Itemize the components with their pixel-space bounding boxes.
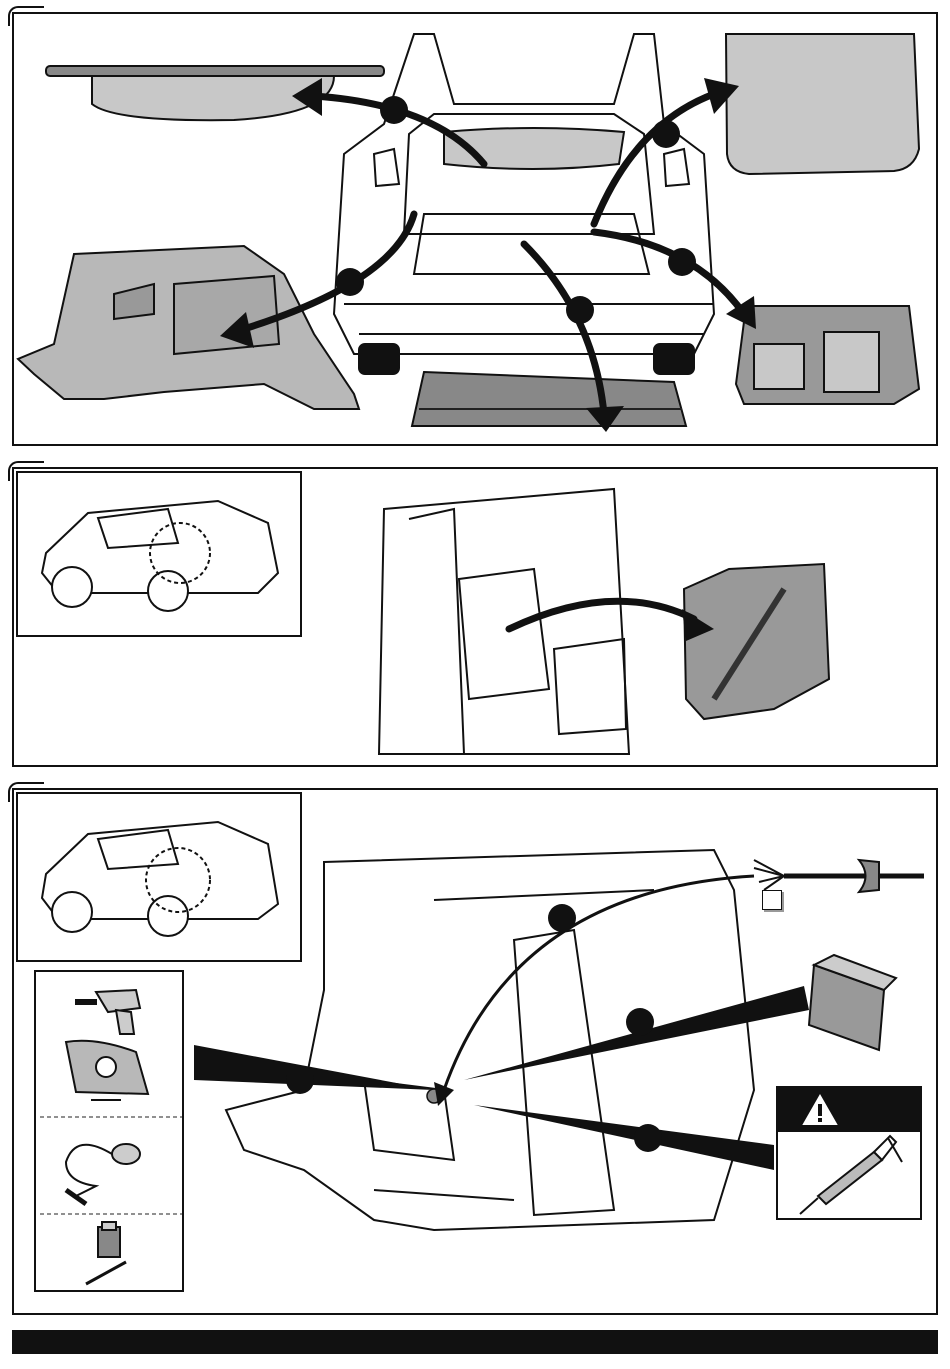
callout-dot <box>286 1066 314 1094</box>
step-3-panel <box>12 788 938 1315</box>
spare-tool-panel-part <box>684 564 829 719</box>
step-2-panel <box>12 467 938 767</box>
step-2-illustration <box>14 469 940 769</box>
side-trim-part <box>18 246 359 409</box>
car-rear-open-hatch <box>334 34 714 374</box>
callout-dot <box>634 1124 662 1152</box>
callout-dot <box>380 96 408 124</box>
cable-grommet-icon <box>754 860 924 892</box>
sealant-gun-icon <box>778 1088 924 1222</box>
warning-panel <box>776 1086 922 1220</box>
callout-dot <box>668 248 696 276</box>
callout-dot <box>336 268 364 296</box>
note-box <box>762 890 782 910</box>
callout-dot <box>548 904 576 932</box>
callout-dot <box>652 120 680 148</box>
floor-board-part <box>726 34 919 174</box>
callout-dot <box>626 1008 654 1036</box>
step-1-illustration <box>14 14 940 448</box>
footer-bar <box>12 1330 938 1354</box>
step-3-illustration <box>14 790 940 1317</box>
callout-dot <box>566 296 594 324</box>
sealant-block-part <box>809 955 896 1050</box>
step-1-panel <box>12 12 938 446</box>
scuff-plate-part <box>412 372 686 426</box>
luggage-tray-part <box>736 306 919 404</box>
